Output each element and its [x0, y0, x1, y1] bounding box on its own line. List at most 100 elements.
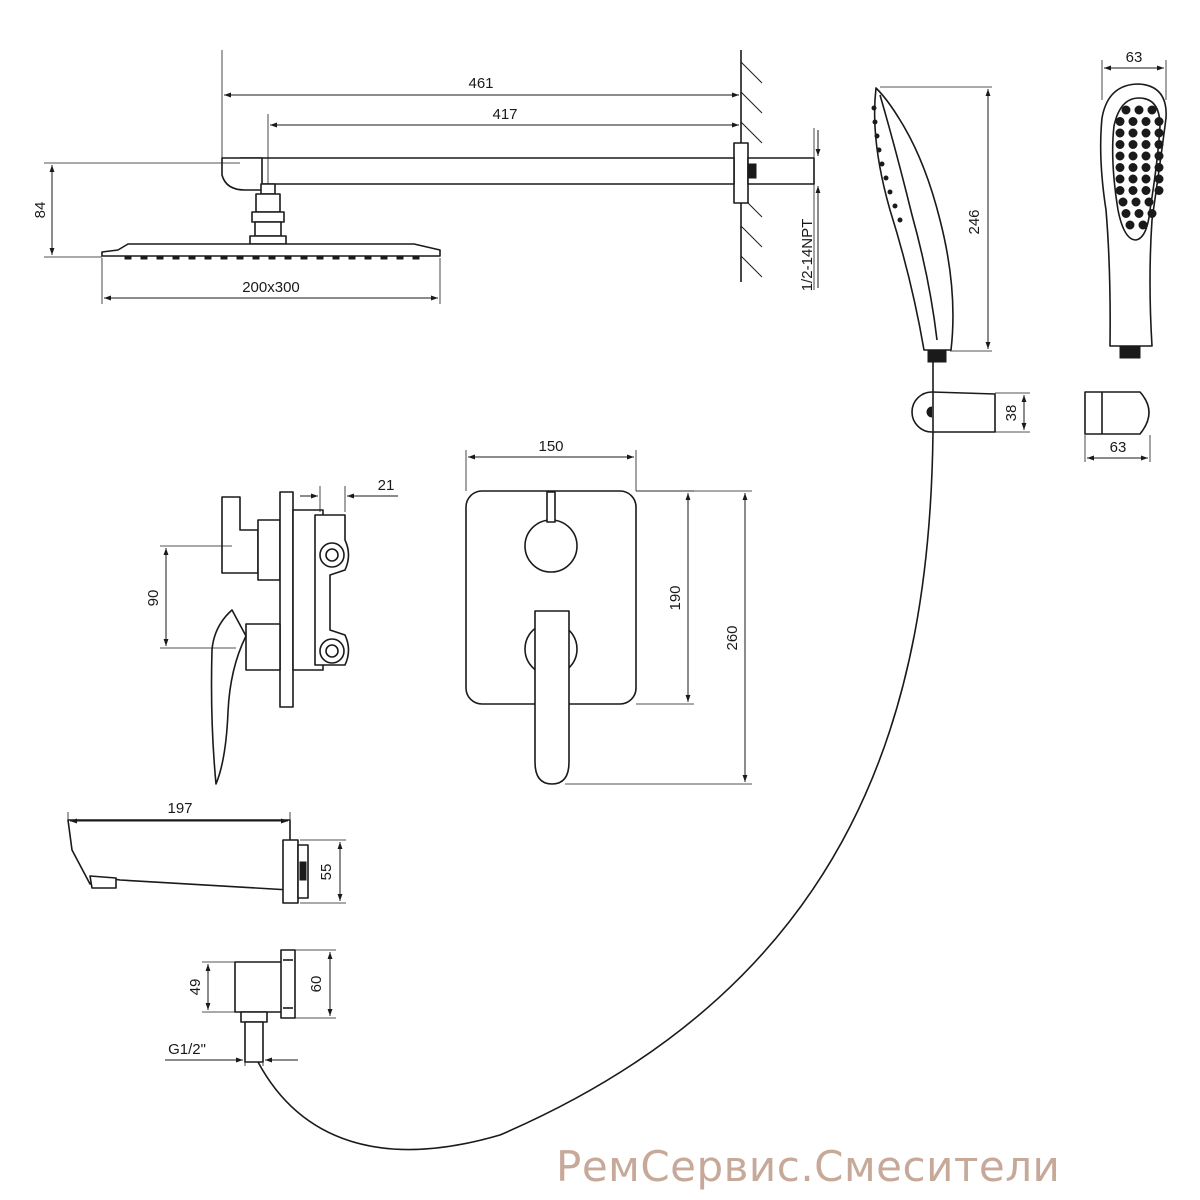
shower-holder: 38 63 — [911, 391, 1151, 462]
nozzle — [1154, 174, 1164, 184]
nozzle — [1154, 151, 1164, 161]
nozzle — [1128, 163, 1138, 172]
nozzle — [1147, 209, 1157, 218]
mixer-side: 21 90 — [145, 477, 398, 785]
nozzle — [1121, 105, 1131, 115]
nozzle — [1154, 186, 1164, 195]
dim-holder-width: 63 — [1110, 439, 1127, 456]
hand-shower-nozzle-grid — [1115, 105, 1164, 230]
nozzle — [1154, 128, 1164, 138]
dim-holder-height: 38 — [1003, 405, 1020, 422]
dim-valve-spacing: 90 — [145, 590, 162, 607]
diverter-knob-front — [524, 519, 578, 573]
connector-ring — [251, 211, 285, 223]
nozzle — [1115, 117, 1125, 126]
dim-total-height: 260 — [724, 625, 741, 650]
nozzle — [1115, 128, 1125, 138]
nozzle — [1144, 197, 1154, 207]
nozzle — [1128, 174, 1138, 184]
nozzle — [1141, 186, 1151, 195]
wall-thread-pipe — [747, 157, 815, 185]
shower-arm — [239, 157, 735, 185]
mixer-lever — [210, 609, 247, 785]
nozzle — [1131, 197, 1141, 207]
nozzle — [1128, 140, 1138, 149]
mixer-front: 150 190 260 — [465, 438, 752, 785]
nozzle — [1154, 117, 1164, 126]
connector-base — [249, 235, 287, 245]
dim-head-size: 200x300 — [242, 279, 300, 296]
nozzle — [1128, 117, 1138, 126]
dim-outlet-plate: 60 — [308, 976, 325, 993]
hand-shower-front: 63 — [1099, 49, 1167, 359]
dim-valve-depth: 21 — [378, 477, 395, 494]
spout-outlet — [89, 875, 117, 889]
wall-outlet: 49 60 G1/2" — [165, 949, 336, 1066]
shower-hose — [257, 362, 934, 1151]
nozzle — [1115, 163, 1125, 172]
outlet-body — [234, 961, 284, 1013]
nozzle — [1138, 220, 1148, 230]
connector-nut — [255, 193, 281, 213]
bath-spout: 197 55 — [67, 800, 346, 904]
hand-shower-side: 246 — [871, 86, 992, 363]
dim-arm-length: 417 — [492, 106, 517, 123]
nozzle — [1115, 186, 1125, 195]
nozzle — [1147, 105, 1157, 115]
shower-head-nozzles — [124, 255, 420, 260]
dim-spout-length: 197 — [167, 800, 192, 817]
hand-shower-contour — [879, 94, 938, 341]
dim-wall-thread: 1/2-14NPT — [799, 219, 816, 292]
dim-outlet-height: 49 — [187, 979, 204, 996]
spout-screw — [299, 861, 307, 881]
outlet-nipple — [244, 1021, 264, 1063]
dim-plate-height: 190 — [667, 585, 684, 610]
holder-body — [931, 391, 996, 433]
nozzle — [1115, 151, 1125, 161]
hand-shower-connector — [927, 349, 947, 363]
dim-plate-width: 150 — [538, 438, 563, 455]
nozzle — [1154, 163, 1164, 172]
cover-plate — [279, 491, 294, 708]
nozzle — [1125, 220, 1135, 230]
wall-flange — [733, 142, 749, 204]
nozzle — [1128, 151, 1138, 161]
nozzle — [1134, 105, 1144, 115]
nozzle — [1154, 140, 1164, 149]
hand-shower-front-connector — [1119, 345, 1141, 359]
outlet-nut — [240, 1011, 268, 1023]
nozzle — [1141, 117, 1151, 126]
spout-flange — [282, 839, 299, 904]
nozzle — [1115, 174, 1125, 184]
dim-outlet-thread: G1/2" — [168, 1041, 206, 1058]
dim-head-height: 84 — [32, 202, 49, 219]
diverter-knob — [221, 496, 259, 574]
nozzle — [1141, 151, 1151, 161]
nozzle — [1134, 209, 1144, 218]
connector-top — [260, 183, 276, 195]
lever-base — [245, 623, 281, 671]
watermark: РемСервис.Смесители — [556, 1142, 1061, 1191]
overhead-shower-assembly: 461 417 84 200x300 1/2-14NPT — [32, 50, 821, 304]
nozzle — [1121, 209, 1131, 218]
nozzle — [1141, 174, 1151, 184]
connector-ball — [254, 221, 282, 237]
outlet-flange — [280, 949, 296, 1019]
dim-spout-height: 55 — [318, 864, 335, 881]
holder-front — [1084, 391, 1150, 435]
dim-arm-total-length: 461 — [468, 75, 493, 92]
nozzle — [1141, 140, 1151, 149]
dim-hand-shower-width: 63 — [1126, 49, 1143, 66]
nozzle — [1141, 163, 1151, 172]
diverter-stem — [257, 519, 281, 581]
nozzle — [1118, 197, 1128, 207]
diverter-indicator — [546, 491, 556, 523]
hand-shower-side-nozzles — [871, 105, 903, 223]
nozzle — [1141, 128, 1151, 138]
nozzle — [1115, 140, 1125, 149]
arm-elbow — [221, 157, 263, 191]
mixer-lever-front — [534, 610, 570, 785]
shower-head — [101, 243, 441, 257]
nozzle — [1128, 128, 1138, 138]
